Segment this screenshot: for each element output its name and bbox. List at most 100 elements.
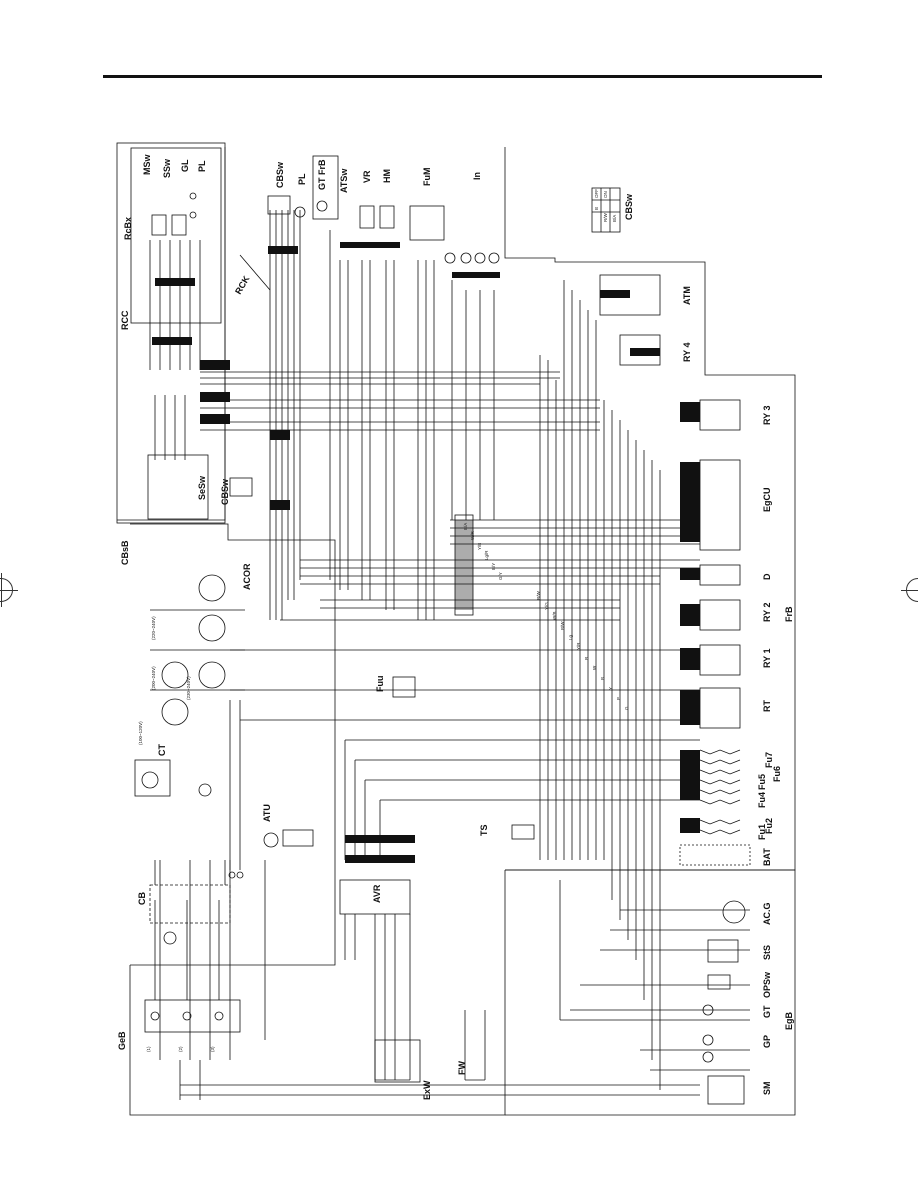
acor-rating-3: (220~240V): [151, 616, 156, 640]
label-gl: GL: [180, 159, 190, 172]
wire-code: P: [616, 697, 621, 700]
cbsw-legend-b: B: [594, 207, 599, 210]
cbsw-legend-on: ON: [603, 191, 608, 198]
label-gp: GP: [762, 1035, 772, 1048]
acor-socket-5: [198, 574, 226, 602]
cbsw-legend-ba: B/A: [612, 215, 617, 222]
header-rule: [103, 75, 822, 78]
d-box: [699, 564, 741, 586]
label-cbsw-legend: CBSw: [624, 193, 634, 220]
wire-code: R/W: [536, 591, 541, 601]
wire-code: Y: [608, 687, 613, 690]
wire-code: Lg: [568, 634, 573, 640]
label-ct: CT: [157, 744, 167, 756]
label-ry4: RY 4: [682, 342, 692, 362]
wire-code: Y/G: [544, 602, 549, 610]
sesw-switch-box: [147, 454, 209, 520]
frame-cbsb: [130, 523, 336, 966]
label-rt: RT: [762, 700, 772, 712]
label-ry1: RY 1: [762, 648, 772, 668]
ts-box: [511, 824, 535, 840]
terminal-1: (1): [146, 1046, 151, 1052]
frame-rcc-right: [117, 147, 226, 521]
cb-meter: [163, 931, 177, 945]
acor-socket-1: [161, 698, 189, 726]
label-atsw: ATSw: [339, 168, 349, 193]
acor-rating-4: (230~240V): [186, 676, 191, 700]
vr-box: [359, 205, 375, 229]
wire-code: B/Y: [491, 563, 496, 570]
label-rck: RCK: [233, 274, 252, 296]
label-layer: RCC RcBx MSw SSw GL PL RCK CBSw PL GT Fr…: [117, 154, 794, 1101]
label-fum: FuM: [422, 168, 432, 187]
gt-frb-box: [312, 155, 339, 220]
ry3-box: [699, 399, 741, 431]
exw-winding: [374, 1039, 421, 1083]
label-fw: FW: [457, 1061, 467, 1075]
cbsw-top-box: [267, 195, 291, 215]
label-pl: PL: [297, 173, 307, 185]
wire-layer: [116, 142, 796, 1116]
label-in: In: [472, 172, 482, 180]
opsw-box: [707, 974, 731, 990]
label-sts: StS: [762, 945, 772, 960]
label-rcc: RCC: [120, 310, 130, 330]
cbsw-legend-rw: R/W: [603, 213, 608, 223]
label-sm: SM: [762, 1082, 772, 1096]
label-atu: ATU: [262, 804, 272, 822]
ct-box: [134, 759, 171, 797]
label-opsw: OPSw: [762, 971, 772, 998]
acor-rating-1: (100~120V): [138, 721, 143, 745]
label-sesw: SeSw: [197, 475, 207, 500]
label-avr: AVR: [372, 884, 382, 903]
atu-connector: [282, 829, 314, 847]
label-fu5: Fu5: [757, 774, 767, 790]
label-gt: GT: [762, 1005, 772, 1018]
label-egb: EgB: [784, 1011, 794, 1030]
label-acg: AC.G: [762, 903, 772, 926]
label-atm: ATM: [682, 286, 692, 305]
label-d: D: [762, 573, 772, 580]
terminal-3: (3): [210, 1046, 215, 1052]
wire-code: G/Y: [498, 572, 503, 580]
wire-code: Y/R: [576, 642, 581, 650]
atu-coil: [263, 832, 279, 848]
fuu-box: [392, 676, 416, 698]
acor-rating-2: (200~240V): [151, 666, 156, 690]
rcc-enclosure: [116, 142, 226, 524]
hm-box: [379, 205, 395, 229]
cbsw-legend-off: OFF: [594, 189, 599, 198]
label-fu7: Fu7: [764, 752, 774, 768]
label-fuu: Fuu: [375, 676, 385, 693]
egcu-box: [699, 459, 741, 551]
wire-code: B/A: [463, 523, 468, 530]
cbsw-mid-box: [229, 477, 253, 497]
label-msw: MSw: [142, 154, 152, 176]
wire-code-layer: B/A W/R Y/B Lg/R B/Y G/Y R/W Y/G W/B B/W…: [463, 523, 629, 710]
label-egcu: EgCU: [762, 488, 772, 513]
rck-pointer: [239, 254, 271, 291]
label-pl-remote: PL: [197, 160, 207, 172]
ry2-box: [699, 599, 741, 631]
label-ry2: RY 2: [762, 602, 772, 622]
terminal-2: (2): [178, 1046, 183, 1052]
wire-code: W/B: [552, 612, 557, 621]
label-gt-frb: GT FrB: [317, 159, 327, 190]
label-ry3: RY 3: [762, 405, 772, 425]
frame-frb: [504, 147, 796, 871]
label-ts: TS: [479, 824, 489, 836]
label-cbsw-top: CBSw: [275, 161, 285, 188]
fuse-bank-1: [699, 749, 741, 755]
wire-code: G: [624, 706, 629, 710]
wire-code: W: [592, 665, 597, 670]
acor-socket-3: [198, 661, 226, 689]
label-hm: HM: [382, 169, 392, 183]
label-bat: BAT: [762, 848, 772, 866]
frame-geb: [129, 870, 506, 1116]
label-geb: GeB: [117, 1031, 127, 1050]
wire-code: R: [584, 656, 589, 660]
acg-symbol: [722, 900, 746, 924]
sm-box: [707, 1075, 745, 1105]
label-fu2: Fu2: [764, 818, 774, 834]
